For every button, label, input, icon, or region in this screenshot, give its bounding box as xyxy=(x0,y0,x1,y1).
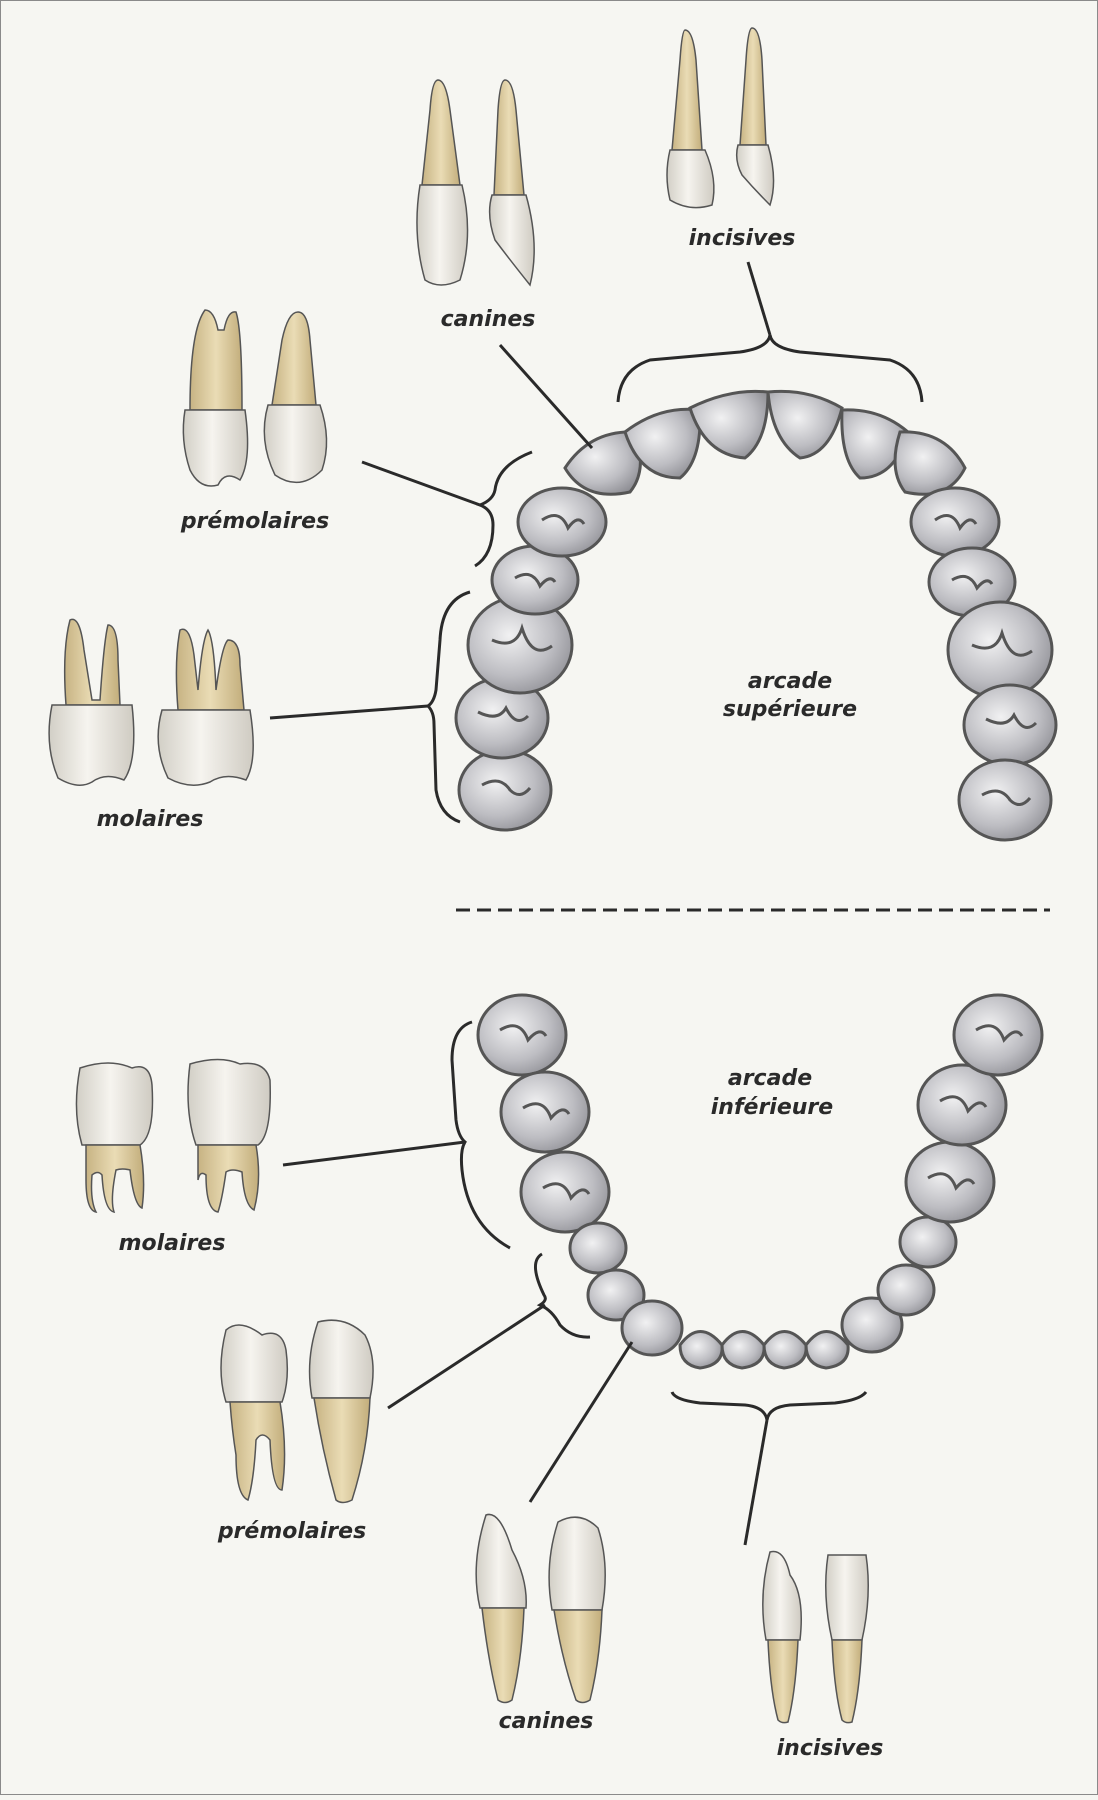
lower-arch-tooth xyxy=(876,1263,936,1317)
label-upper-molars: molaires xyxy=(97,807,204,832)
tooth-molar-icon xyxy=(187,1058,271,1213)
tooth-premolar-icon xyxy=(308,1319,374,1504)
upper-arch-tooth xyxy=(893,430,967,496)
upper-arch-tooth xyxy=(623,407,702,480)
leader-lower-incisors xyxy=(743,1419,769,1546)
leader-lines xyxy=(269,261,924,1546)
leader-upper-premolars xyxy=(361,460,481,507)
lower-arch-tooth xyxy=(804,1330,850,1370)
lower-arch-tooth xyxy=(898,1215,958,1269)
upper-arch-tooth xyxy=(957,758,1053,842)
lower-arch-tooth xyxy=(476,993,568,1077)
leader-lower-premolars xyxy=(387,1303,546,1410)
lower-arch-tooth xyxy=(762,1330,808,1370)
lower-arch-tooth xyxy=(586,1268,646,1322)
label-lower-arch-line1: arcade xyxy=(728,1066,812,1091)
lower-arch-tooth xyxy=(952,993,1044,1077)
tooth-canine-icon xyxy=(548,1516,606,1704)
upper-arch-tooth xyxy=(688,389,770,460)
lower-arch-tooth xyxy=(499,1070,591,1154)
tooth-canine-icon xyxy=(475,1513,527,1704)
label-upper-arch-line1: arcade xyxy=(748,669,832,694)
lower-arch-tooth xyxy=(620,1299,684,1357)
lower-arch-tooth xyxy=(840,1296,904,1354)
upper-arch-tooth xyxy=(946,600,1054,700)
lower-arch xyxy=(476,993,1044,1370)
upper-arch-tooth xyxy=(909,486,1001,558)
upper-arch-tooth xyxy=(516,486,608,558)
lower-arch-tooth xyxy=(720,1330,766,1370)
label-lower-premolars: prémolaires xyxy=(217,1519,366,1544)
label-lower-arch-line2: inférieure xyxy=(711,1095,834,1120)
lower-arch-tooth xyxy=(904,1140,996,1224)
leader-lower-molars xyxy=(282,1140,466,1167)
tooth-molar-icon xyxy=(75,1062,154,1214)
tooth-canine-icon xyxy=(488,79,535,287)
leader-upper-incisors xyxy=(746,261,772,336)
tooth-premolar-icon xyxy=(263,311,328,484)
tooth-canine-icon xyxy=(416,79,469,286)
tooth-incisor-icon xyxy=(825,1554,869,1724)
tooth-molar-icon xyxy=(157,628,254,786)
upper-arch-tooth xyxy=(457,748,553,832)
brace-lower-incisors xyxy=(670,1390,868,1421)
upper-arch-tooth xyxy=(840,408,910,480)
lower-arch-tooth xyxy=(916,1063,1008,1147)
tooth-molar-icon xyxy=(48,618,135,786)
lower-arch-tooth xyxy=(519,1150,611,1234)
leader-lower-canines xyxy=(528,1341,634,1503)
leader-upper-molars xyxy=(269,704,429,720)
tooth-premolar-icon xyxy=(182,309,249,487)
tooth-incisor-icon xyxy=(735,27,775,207)
lower-arch-tooth xyxy=(568,1221,628,1275)
leader-upper-canines xyxy=(498,344,594,449)
label-upper-premolars: prémolaires xyxy=(180,509,329,534)
label-upper-arch-line2: supérieure xyxy=(723,697,857,722)
label-upper-incisors: incisives xyxy=(689,226,796,251)
label-lower-molars: molaires xyxy=(119,1231,226,1256)
label-upper-canines: canines xyxy=(441,307,536,332)
upper-arch-tooth xyxy=(766,389,844,460)
upper-arch xyxy=(454,389,1058,842)
brace-lower-premolars xyxy=(534,1252,591,1339)
lower-arch-tooth xyxy=(678,1330,724,1370)
upper-arch-tooth xyxy=(962,683,1058,767)
tooth-incisor-icon xyxy=(762,1550,802,1724)
tooth-premolar-icon xyxy=(220,1324,289,1502)
brace-upper-molars xyxy=(425,590,471,824)
label-lower-incisors: incisives xyxy=(777,1736,884,1761)
tooth-incisor-icon xyxy=(666,29,715,209)
label-lower-canines: canines xyxy=(499,1709,594,1734)
upper-arch-tooth xyxy=(490,544,580,616)
